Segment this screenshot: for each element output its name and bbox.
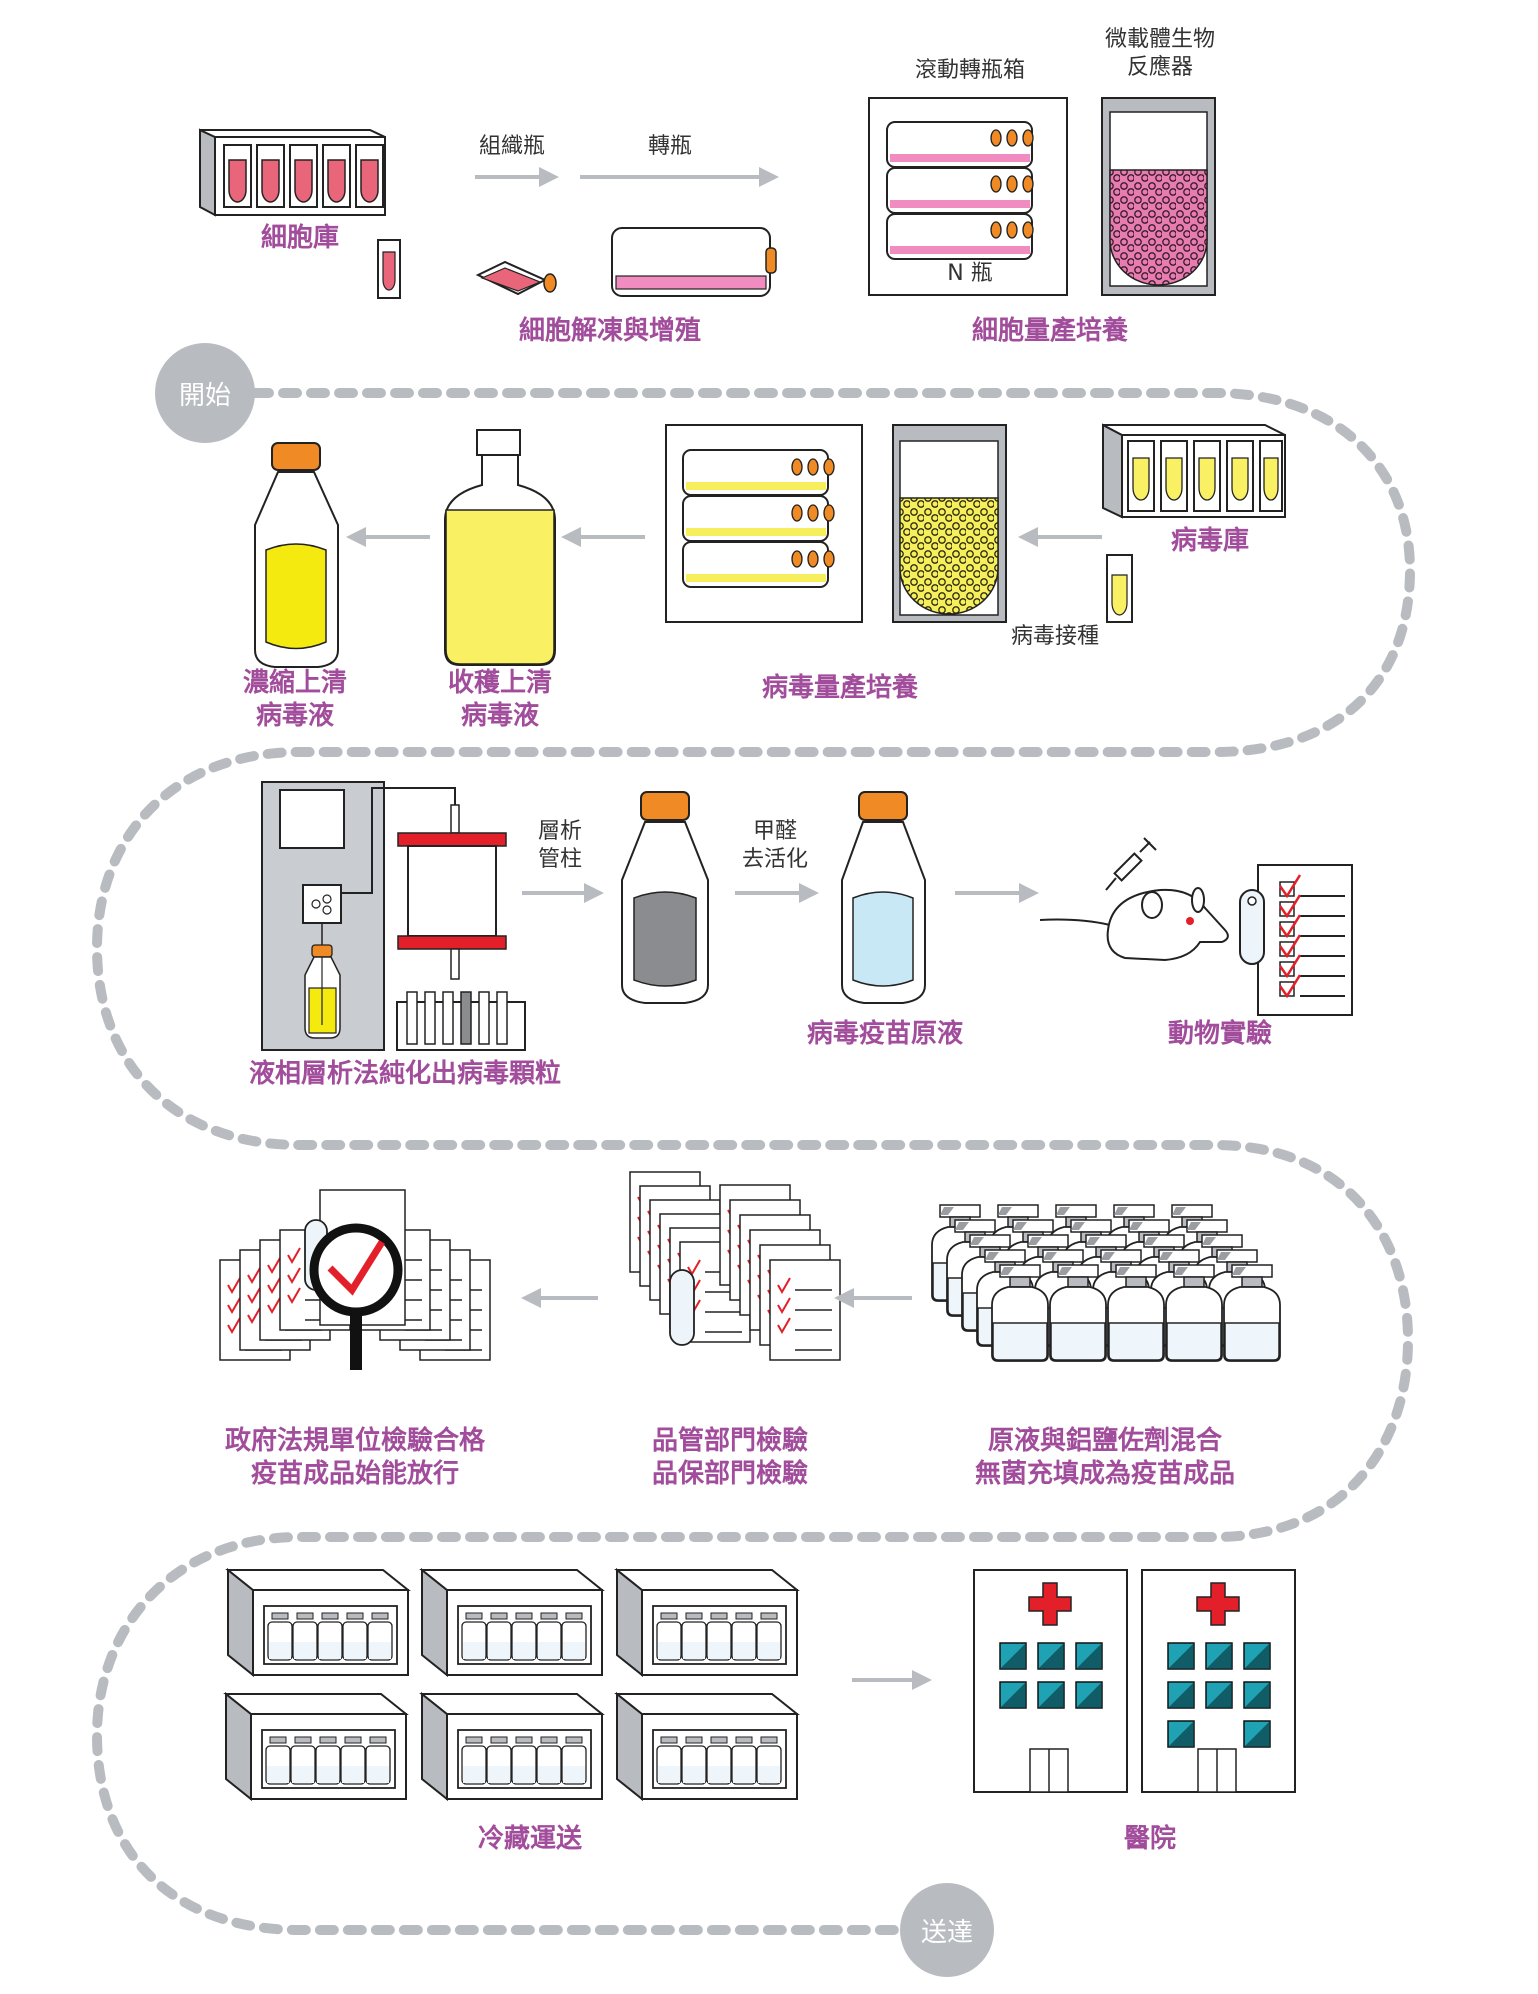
end-label: 送達: [920, 1917, 973, 1948]
row1-illustrations: [199, 97, 1216, 299]
virus-bank-rack-icon: [1102, 423, 1286, 519]
virus-bioreactor-icon: [892, 424, 1007, 623]
purified-bottle-icon: [621, 791, 709, 1004]
release-label: 政府法規單位檢驗合格 疫苗成品始能放行: [224, 1426, 485, 1490]
hospital-label: 醫院: [1123, 1824, 1176, 1854]
chromatography-label: 液相層析法純化出病毒顆粒: [248, 1059, 561, 1089]
animal-test-label: 動物實驗: [1167, 1019, 1272, 1049]
chromatography-system-icon: [261, 781, 456, 1051]
row2-illustrations: [254, 423, 1286, 668]
bioreactor-title: 微載體生物 反應器: [1104, 27, 1215, 81]
syringe-icon: [1105, 837, 1157, 891]
virus-culture-label: 病毒量產培養: [761, 673, 918, 703]
bulk-vaccine-bottle-icon: [841, 791, 926, 1004]
filled-vials-icon: [931, 1204, 1281, 1362]
cold-chain-boxes-icon: [225, 1569, 798, 1800]
roller-box-title: 滾動轉瓶箱: [914, 58, 1025, 83]
chromatography-column-icon: [397, 804, 507, 980]
roller-box-icon: [868, 97, 1068, 296]
qc-docs-stack-icon: [629, 1171, 841, 1361]
hospital-building-2-icon: [1141, 1569, 1296, 1793]
mouse-icon: [1039, 887, 1229, 962]
formalin-arrow-label: 甲醛 去活化: [741, 819, 808, 873]
cell-bank-label: 細胞庫: [260, 223, 339, 253]
concentrate-label: 濃縮上清 病毒液: [242, 668, 347, 732]
harvest-bottle-icon: [444, 429, 556, 666]
virus-vial-icon: [1106, 554, 1133, 623]
cryovial-icon: [377, 239, 401, 299]
tissue-flask-icon: [475, 260, 557, 296]
start-label: 開始: [178, 380, 231, 411]
checklist-icon: [1239, 864, 1353, 1016]
virus-roller-box-icon: [665, 424, 863, 623]
bioreactor-icon: [1101, 97, 1216, 296]
virus-bank-label: 病毒庫: [1170, 526, 1249, 556]
qc-label: 品管部門檢驗 品保部門檢驗: [651, 1426, 808, 1490]
mass-culture-label: 細胞量產培養: [971, 316, 1128, 346]
roller-box-caption: N 瓶: [947, 261, 993, 286]
column-arrow-label: 層析 管柱: [537, 819, 582, 873]
flask-arrow-label: 組織瓶: [478, 134, 545, 159]
dashed-route: [91, 388, 1416, 1935]
row4-illustrations: [219, 1171, 1281, 1370]
harvest-label: 收穫上清 病毒液: [447, 668, 552, 732]
cell-bank-rack-icon: [199, 128, 386, 217]
concentrate-bottle-icon: [254, 442, 339, 668]
start-badge: 開始: [155, 343, 255, 443]
magnifier-icon: [309, 1223, 403, 1370]
thaw-expand-label: 細胞解凍與增殖: [518, 316, 701, 346]
roller-bottle-icon: [611, 227, 777, 297]
end-badge: 送達: [900, 1883, 994, 1977]
cold-chain-label: 冷藏運送: [477, 1824, 582, 1854]
hospital-building-1-icon: [973, 1569, 1128, 1793]
row3-illustrations: [261, 781, 1353, 1051]
bulk-vaccine-label: 病毒疫苗原液: [806, 1019, 963, 1049]
fraction-collector-icon: [396, 991, 526, 1051]
formulation-label: 原液與鋁鹽佐劑混合 無菌充填成為疫苗成品: [974, 1426, 1235, 1490]
row5-illustrations: [225, 1569, 1296, 1800]
inoculation-label: 病毒接種: [1010, 624, 1099, 649]
roller-arrow-label: 轉瓶: [647, 134, 692, 159]
